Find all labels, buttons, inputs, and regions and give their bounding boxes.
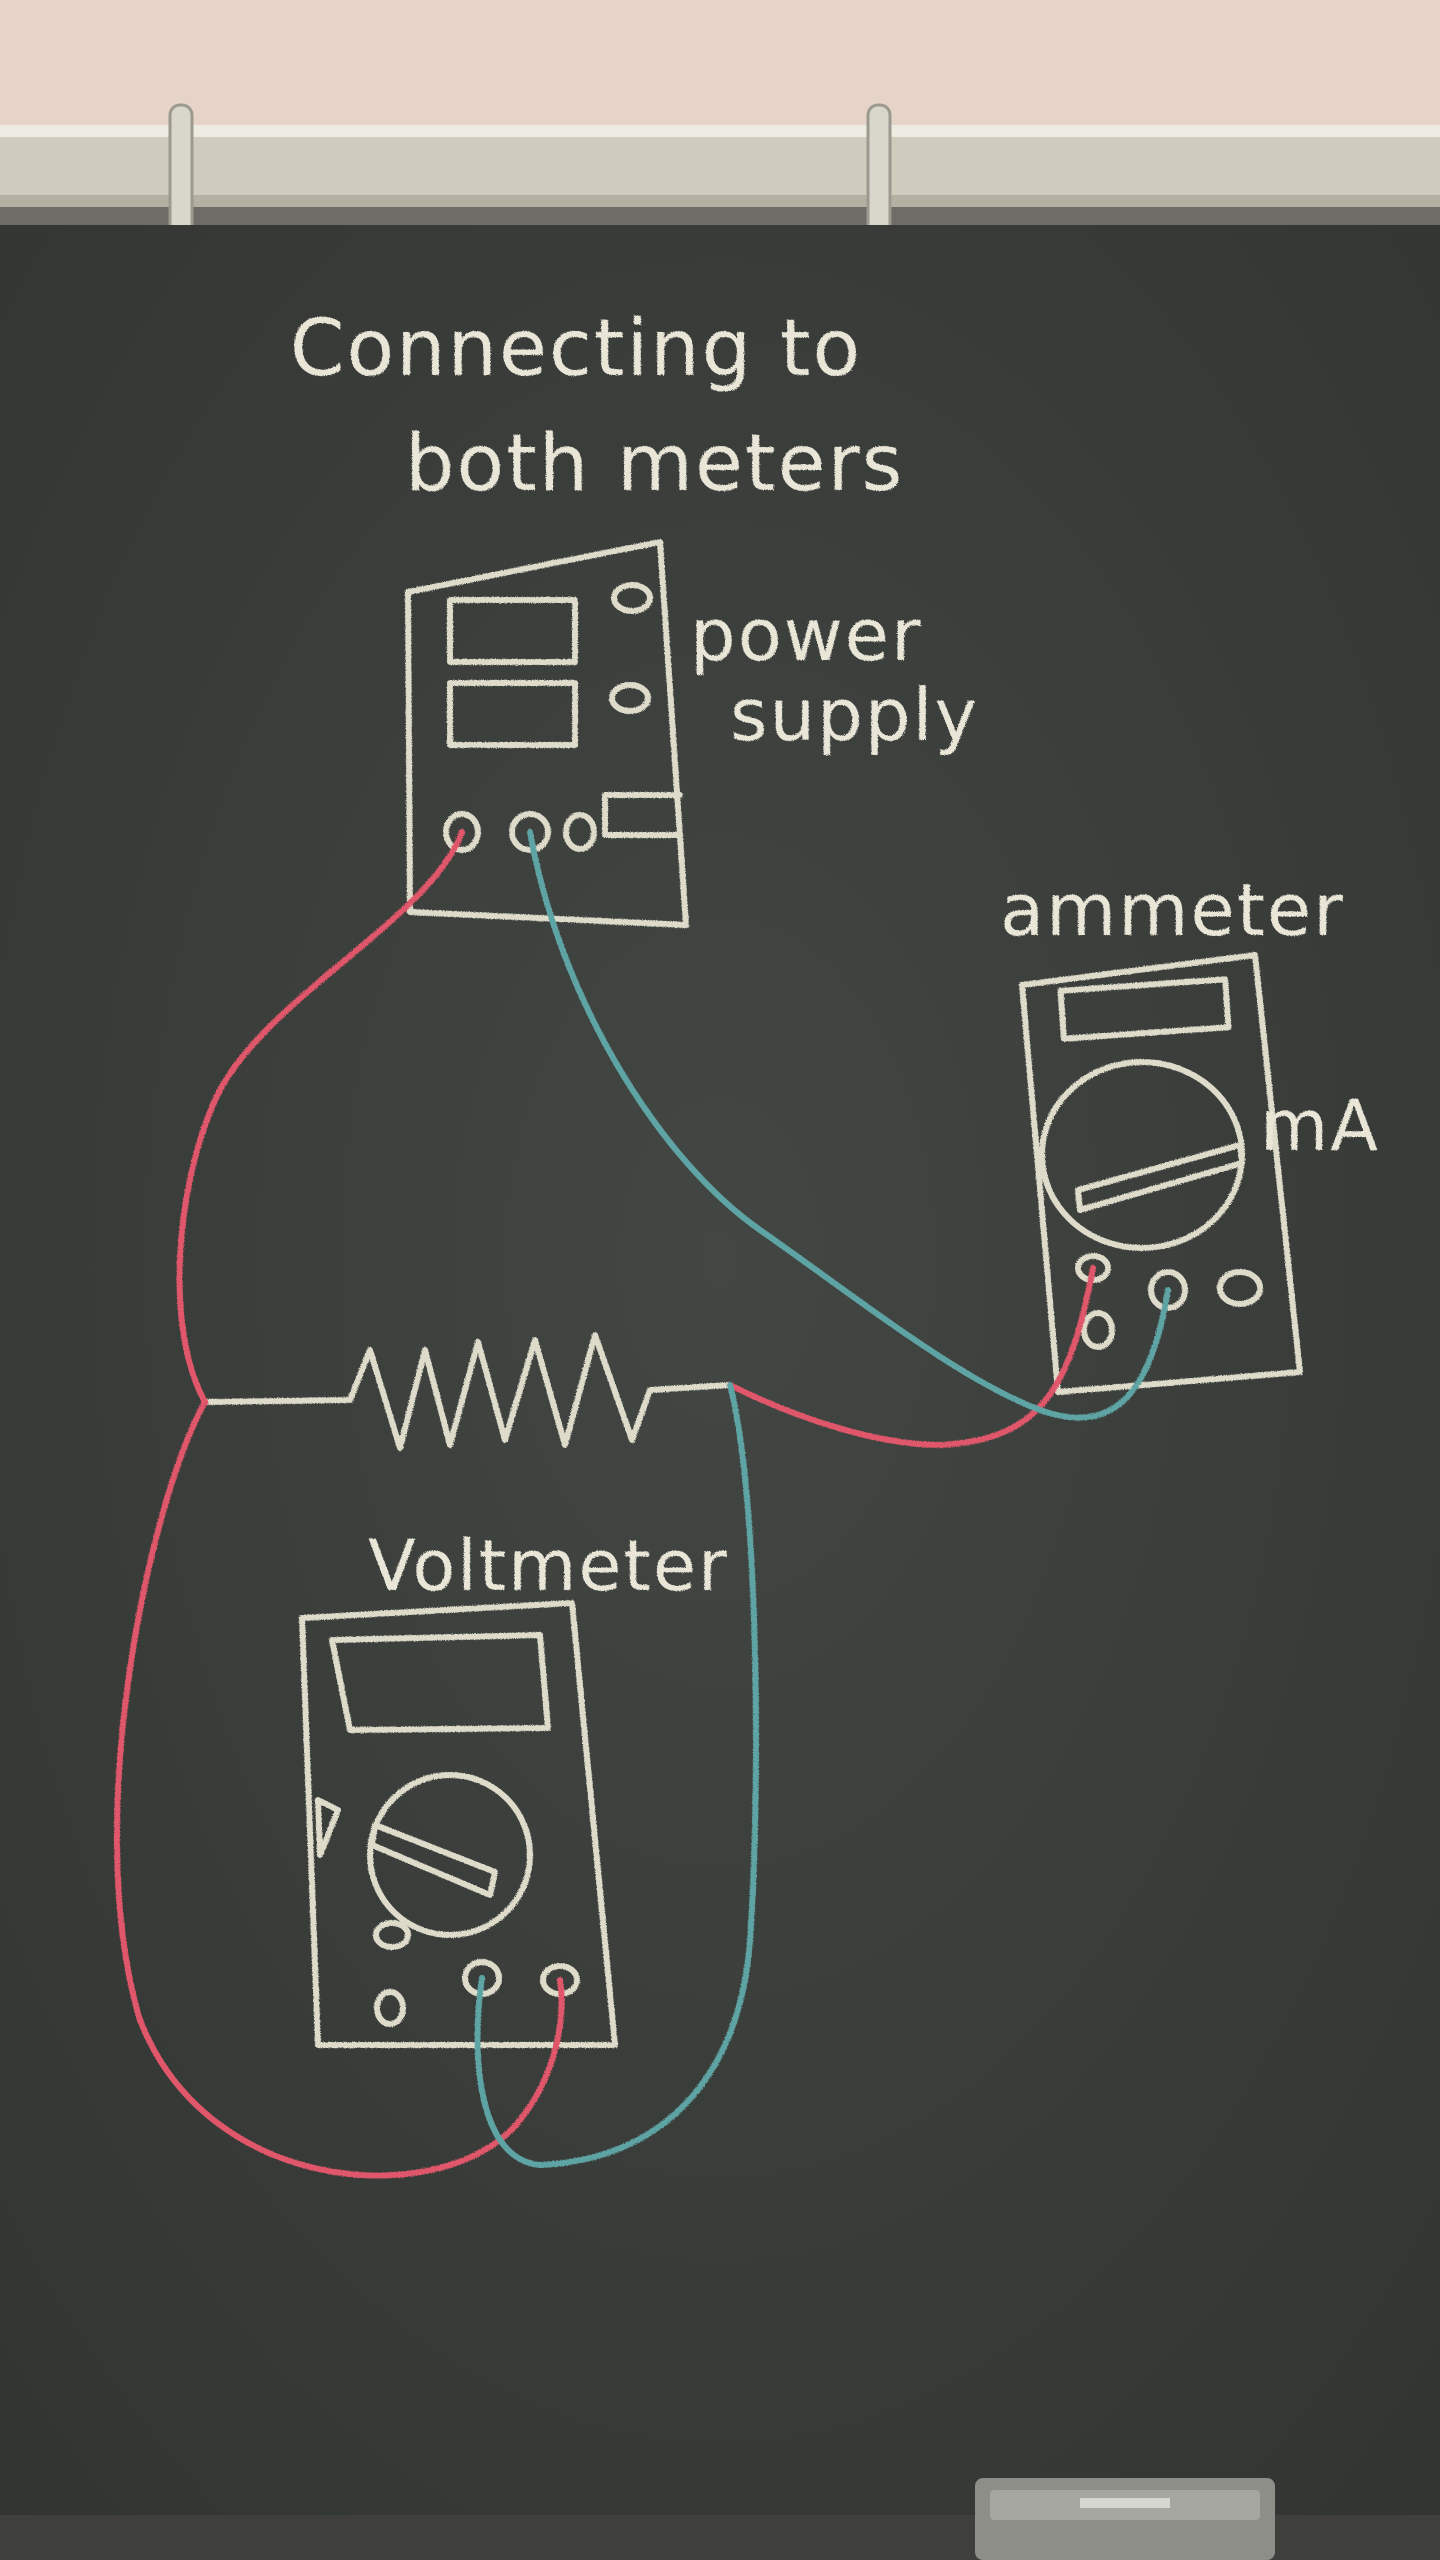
blue-wire-supply-to-ammeter <box>527 829 1171 1421</box>
red-wire-resistor-to-voltmeter <box>113 1399 565 2179</box>
voltmeter-label: Voltmeter <box>368 1525 729 1607</box>
ammeter-label: ammeter <box>1000 868 1345 952</box>
red-wires <box>113 829 1096 2179</box>
power-supply-label-line2: supply <box>730 673 979 757</box>
chalkboard <box>0 225 1440 2525</box>
blue-wire-resistor-to-voltmeter <box>474 1382 759 2169</box>
blue-wires <box>474 829 1171 2169</box>
red-wire-supply-to-resistor <box>176 829 465 1405</box>
rail-hook-right <box>866 103 892 237</box>
wall <box>0 0 1440 130</box>
ammeter-unit: mA <box>1260 1085 1380 1167</box>
map-rail <box>0 125 1440 205</box>
diagram-title-line1: Connecting to <box>290 304 862 394</box>
red-wire-resistor-to-ammeter <box>727 1265 1096 1449</box>
power-supply-symbol <box>405 539 689 928</box>
diagram-title-line2: both meters <box>405 419 904 509</box>
rail-hook-left <box>168 103 194 237</box>
power-supply-label-line1: power <box>690 593 923 677</box>
eraser <box>975 2478 1275 2560</box>
resistor-symbol <box>202 1332 733 1451</box>
